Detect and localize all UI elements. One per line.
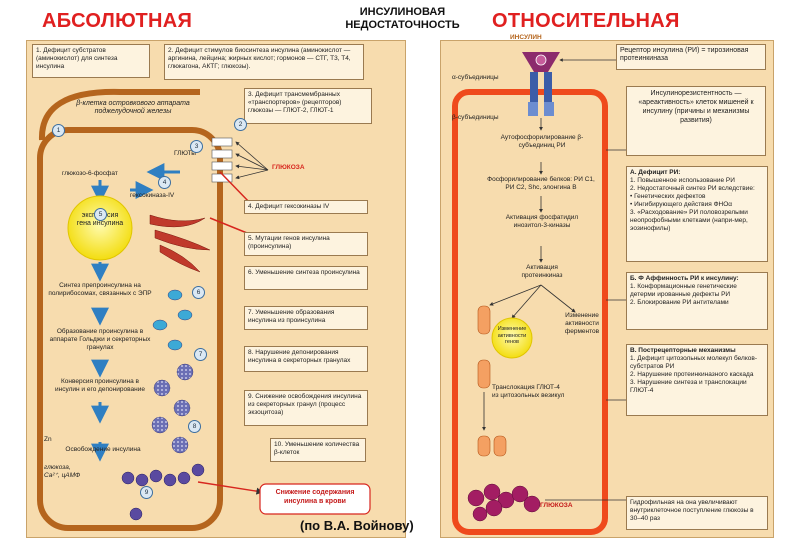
glucose-label-right: ГЛЮКОЗА [540, 502, 573, 509]
box-b-item-2: 2. Блокирование РИ антителами [630, 299, 729, 306]
beta-cell-membrane-top [38, 88, 200, 141]
secretory-granules [151, 289, 194, 454]
gluts-label: ГЛЮТы [174, 150, 196, 157]
box-b-title: Б. Ф Аффинность РИ к инсулину: [630, 275, 739, 282]
step-conversion: Конверсия проинсулина в инсулин и его де… [55, 378, 145, 393]
box-b: Б. Ф Аффинность РИ к инсулину: 1. Конфор… [626, 272, 768, 330]
step-synthesis: Синтез препроинсулина на полирибосомах, … [48, 282, 152, 297]
box-a-item-4: • Ингибирующего действия ФНОα [630, 201, 733, 208]
marker-4: 4 [158, 176, 171, 189]
nucleus [67, 195, 133, 261]
g6p-label: глюкозо-6-фосфат [62, 170, 118, 177]
box-a-item-2: 2. Недостаточный синтез РИ вследствие: [630, 185, 755, 192]
title-center-line2: НЕДОСТАТОЧНОСТЬ [345, 19, 460, 31]
insulin-label: ИНСУЛИН [510, 34, 542, 41]
chain-glut4: Транслокация ГЛЮТ-4 из цитозольных везик… [492, 384, 565, 399]
box-c-title: В. Пострецепторные механизмы [630, 347, 736, 354]
defect-4: 4. Дефицит гексокиназы IV [244, 200, 368, 214]
bottom-note: Гидрофильная на она увеличивают внутрикл… [626, 496, 768, 530]
title-center-line1: ИНСУЛИНОВАЯ [359, 6, 446, 18]
zn-label: Zn [44, 436, 52, 443]
marker-2: 2 [234, 118, 247, 131]
glucose-label-left: ГЛЮКОЗА [272, 164, 305, 171]
box-c-item-2: 2. Нарушение протеинкиназного каскада [630, 371, 754, 378]
box-c-item-3: 3. Нарушение синтеза и транслокации ГЛЮТ… [630, 379, 747, 394]
step-release: Освобождение инсулина [65, 446, 141, 453]
defect-7: 7. Уменьшение образования инсулина из пр… [244, 306, 368, 330]
marker-3: 3 [190, 140, 203, 153]
marker-7: 7 [194, 348, 207, 361]
source-caption: (по В.А. Войнову) [300, 518, 414, 533]
marker-8: 8 [188, 420, 201, 433]
title-relative: ОТНОСИТЕЛЬНАЯ [492, 10, 680, 32]
defect-9: 9. Снижение освобождения инсулина из сек… [244, 390, 368, 426]
defect-8: 8. Нарушение депонирования инсулина в се… [244, 346, 368, 372]
released-insulin [121, 463, 205, 521]
insulin-receptor [522, 52, 560, 116]
box-b-item-1: 1. Конформационные генетические детерми … [630, 283, 737, 298]
glut-channels [211, 137, 233, 183]
title-center: ИНСУЛИНОВАЯ НЕДОСТАТОЧНОСТЬ [330, 6, 475, 32]
chain-phosphorylation: Фосфорилирование белков: РИ С1, РИ С2, S… [487, 176, 595, 191]
alpha-subunits-label: α-субъединицы [452, 74, 499, 81]
glucose-cluster [467, 483, 541, 522]
box-a-item-3: • Генетических дефектов [630, 193, 706, 200]
receptor-box: Рецептор инсулина (РИ) = тирозиновая про… [616, 44, 766, 70]
hexokinase-label: гексокиназа-IV [130, 192, 175, 199]
defect-3: 3. Дефицит трансмембранных «транспортеро… [244, 88, 372, 124]
chain-protein-kinases: Активация протеинкиназ [521, 264, 563, 279]
box-c-item-1: 1. Дефицит цитозольных молекул белков-су… [630, 355, 757, 370]
step-proinsulin: Образование проинсулина в аппарате Гольд… [49, 328, 151, 351]
defect-2: 2. Дефицит стимулов биосинтеза инсулина … [164, 44, 364, 80]
release-factors: глюкоза, Са²⁺, цАМФ [44, 464, 81, 479]
box-c: В. Пострецепторные механизмы 1. Дефицит … [626, 344, 768, 416]
marker-6: 6 [192, 286, 205, 299]
beta-subunits-label: β-субъединицы [452, 114, 499, 121]
glut4-vesicles [477, 305, 507, 457]
gene-activity-circle [491, 317, 533, 359]
er-golgi [149, 214, 211, 273]
box-a-item-5: 3. «Расходование» РИ половозрелыми неопр… [630, 209, 748, 232]
marker-1: 1 [52, 124, 65, 137]
chain-enzymes: Изменение активности ферментов [564, 312, 600, 335]
box-a-item-1: 1. Повышенное использование РИ [630, 177, 735, 184]
title-absolute: АБСОЛЮТНАЯ [42, 10, 193, 32]
beta-cell-title: β-клетка островкового аппарата поджелудо… [76, 100, 190, 115]
box-a-title: А. Дефицит РИ: [630, 169, 681, 176]
chain-genes: Изменение активности генов [497, 326, 527, 345]
chain-autophosphorylation: Аутофосфорилирование β-субъединиц РИ [500, 134, 584, 149]
result-note: Снижение содержания инсулина в крови [275, 489, 355, 505]
marker-5: 5 [94, 208, 107, 221]
box-a: А. Дефицит РИ: 1. Повышенное использован… [626, 166, 768, 262]
defect-1: 1. Дефицит субстратов (аминокислот) для … [32, 44, 150, 78]
marker-9: 9 [140, 486, 153, 499]
defect-6: 6. Уменьшение синтеза проинсулина [244, 266, 368, 290]
defect-10: 10. Уменьшение количества β-клеток [270, 438, 366, 462]
defect-5: 5. Мутации генов инсулина (проинсулина) [244, 232, 368, 256]
beta-cell-membrane [37, 127, 223, 531]
result-note-frame [259, 483, 371, 515]
resistance-box: Инсулинорезистентность — «ареактивность»… [626, 86, 766, 156]
chain-pi3k: Активация фосфатидил инозитол-3-киназы [505, 214, 579, 229]
